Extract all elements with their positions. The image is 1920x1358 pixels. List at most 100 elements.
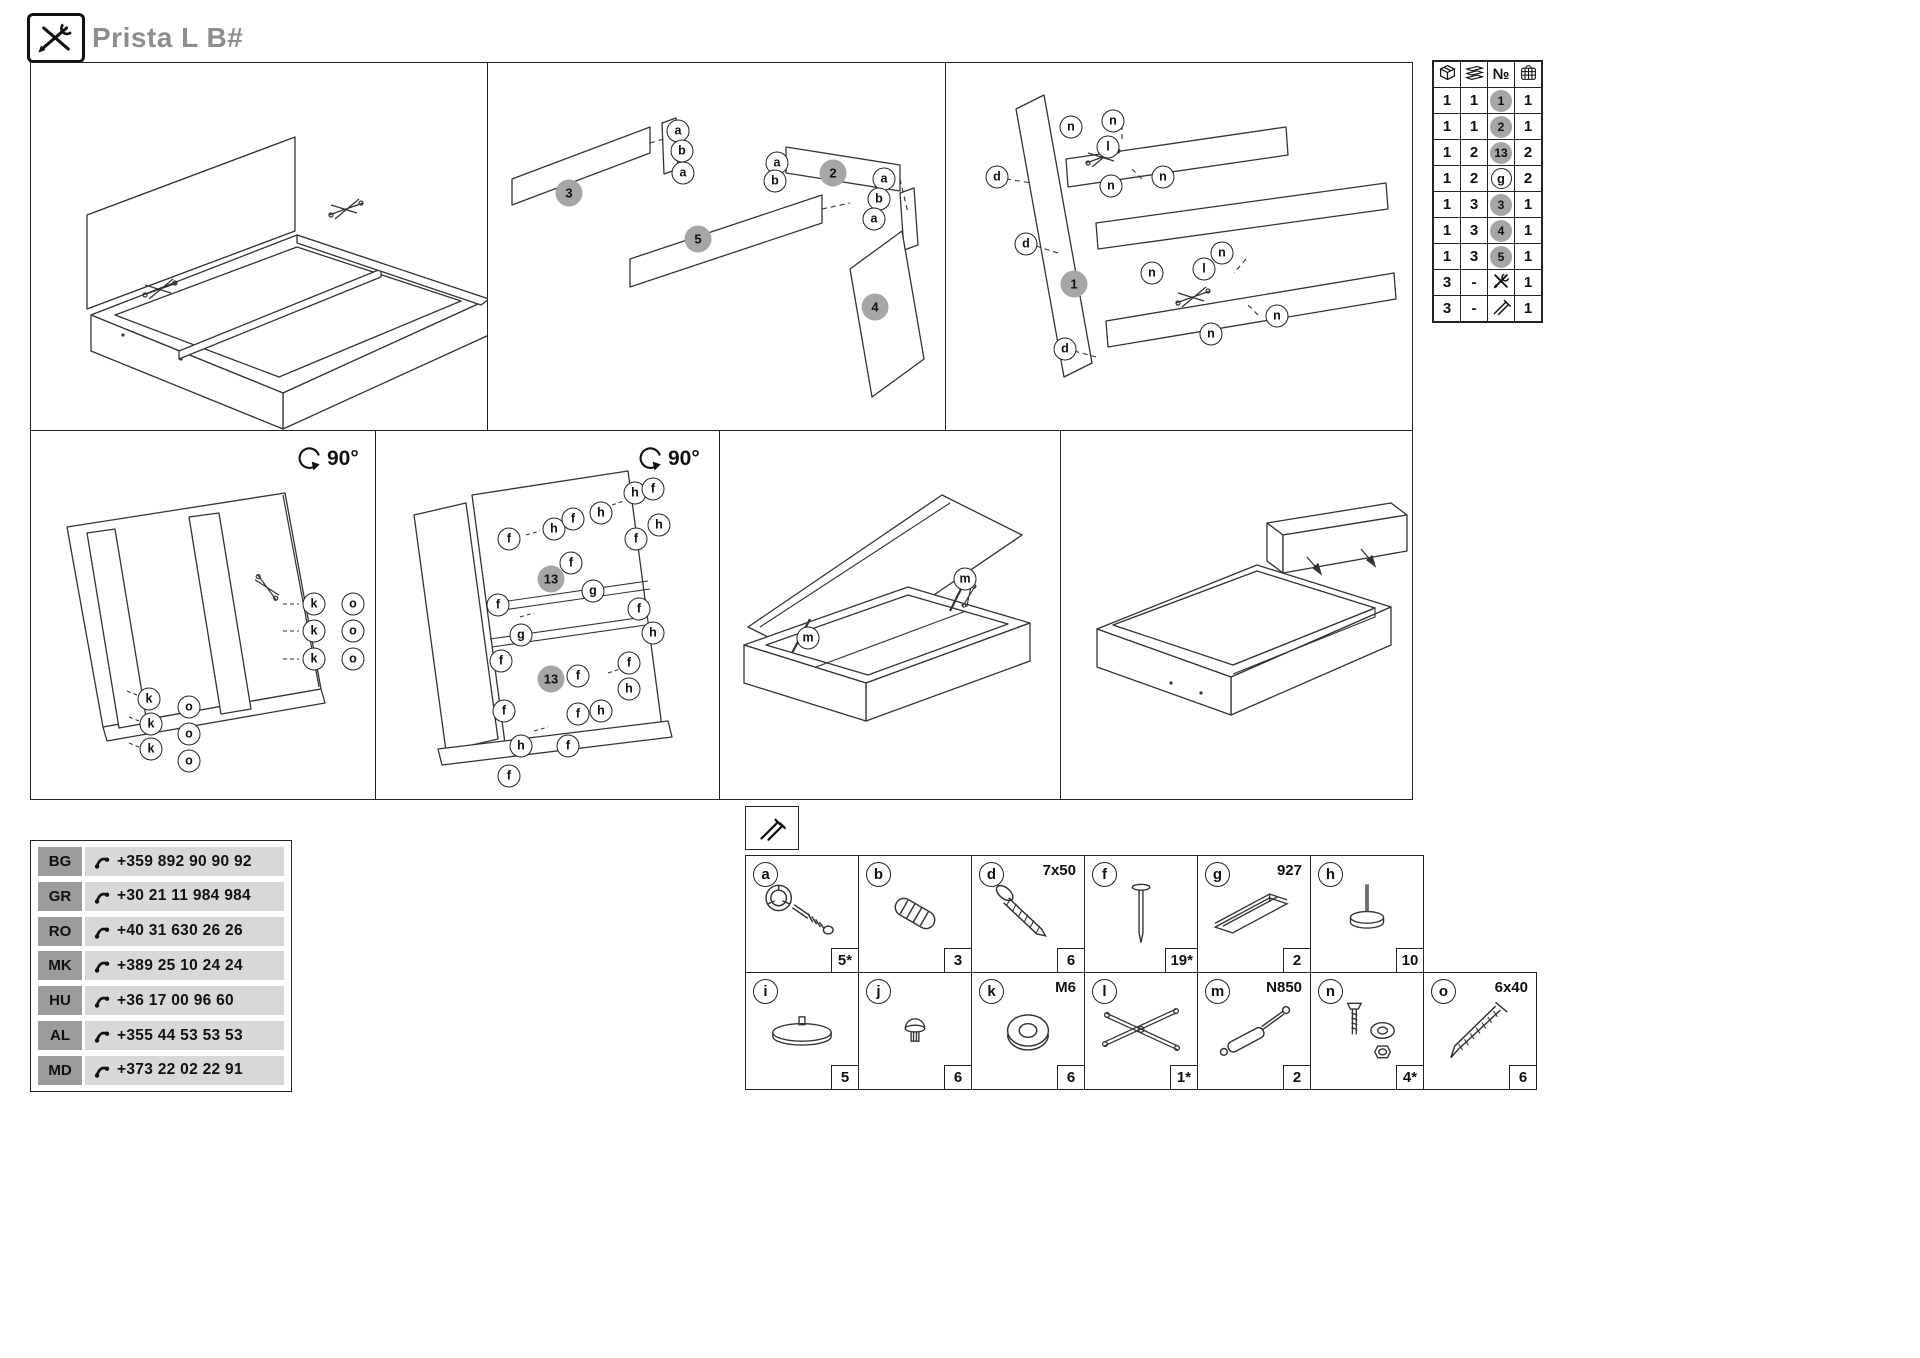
parts-count-cell: 1 — [1432, 139, 1461, 166]
phone-number: +373 22 02 22 91 — [117, 1061, 243, 1079]
hardware-letter-badge: h — [1318, 862, 1343, 887]
marker-h: h — [589, 501, 613, 525]
part-number-badge: 1 — [1490, 89, 1512, 112]
marker-n: n — [1140, 261, 1164, 285]
marker-1: 1 — [1060, 270, 1088, 298]
fittings-bag-icon — [1520, 65, 1536, 80]
marker-3: 3 — [555, 179, 583, 207]
marker-f: f — [559, 551, 583, 575]
dowel-icon — [870, 879, 960, 954]
hardware-letter-badge: k — [979, 979, 1004, 1004]
marker-h: h — [641, 621, 665, 645]
phone-number: +40 31 630 26 26 — [117, 922, 243, 940]
cam-lock-icon — [757, 879, 847, 954]
open-lid-diagram — [743, 494, 1031, 722]
marker-g: g — [509, 623, 533, 647]
country-code: GR — [38, 881, 82, 911]
marker-k: k — [302, 619, 326, 643]
marker-k: k — [302, 647, 326, 671]
nails-icon — [760, 818, 786, 841]
marker-a: a — [671, 161, 695, 185]
marker-a: a — [862, 207, 886, 231]
phone-icon — [85, 992, 117, 1009]
marker-13: 13 — [537, 665, 565, 693]
hardware-letter-badge: b — [866, 862, 891, 887]
hardware-letter-badge: d — [979, 862, 1004, 887]
hardware-letter-badge: f — [1092, 862, 1117, 887]
nail-icon — [1096, 879, 1186, 954]
frame-upright-diagram — [66, 492, 326, 748]
page-title: Prista L B# — [92, 22, 244, 53]
marker-5: 5 — [684, 225, 712, 253]
step-panel-1 — [30, 62, 489, 431]
hardware-letter-badge: m — [1205, 979, 1230, 1004]
parts-count-cell: 1 — [1432, 191, 1461, 218]
marker-n: n — [1265, 304, 1289, 328]
profile-icon — [1209, 879, 1299, 954]
phone-icon — [94, 961, 109, 974]
hardware-letter-badge: o — [1431, 979, 1456, 1004]
parts-count-cell: 1 — [1432, 87, 1461, 114]
phone-number: +36 17 00 96 60 — [117, 991, 234, 1009]
phone-bar: +389 25 10 24 24 — [85, 951, 284, 981]
part-number-badge: 4 — [1490, 219, 1512, 242]
marker-f: f — [627, 597, 651, 621]
parts-qty-cell: 2 — [1514, 139, 1543, 166]
parts-qty-cell: 1 — [1514, 191, 1543, 218]
part-number-badge: 3 — [1490, 193, 1512, 216]
rotate-angle-label: 90° — [327, 447, 359, 470]
parts-part-cell: 4 — [1487, 217, 1515, 244]
side-boards-diagram — [511, 117, 925, 398]
phone-row: MK+389 25 10 24 24 — [38, 951, 284, 981]
part-number-header-label: № — [1492, 66, 1510, 83]
marker-f: f — [489, 649, 513, 673]
phone-icon — [94, 892, 109, 904]
marker-k: k — [139, 712, 163, 736]
marker-o: o — [341, 647, 365, 671]
marker-o: o — [177, 722, 201, 746]
hardware-part-label: 927 — [1276, 862, 1302, 879]
phone-row: MD+373 22 02 22 91 — [38, 1055, 284, 1085]
parts-qty-cell: 1 — [1514, 295, 1543, 323]
phone-bar: +40 31 630 26 26 — [85, 916, 284, 946]
marker-f: f — [561, 507, 585, 531]
parts-qty-cell: 1 — [1514, 87, 1543, 114]
hardware-part-label: 7x50 — [1042, 862, 1076, 879]
parts-qty-cell: 1 — [1514, 217, 1543, 244]
parts-count-cell: 1 — [1432, 165, 1461, 192]
phone-number: +355 44 53 53 53 — [117, 1026, 243, 1044]
marker-h: h — [623, 481, 647, 505]
parts-count-cell: 1 — [1460, 113, 1488, 140]
marker-f: f — [566, 702, 590, 726]
marker-g: g — [581, 579, 605, 603]
hardware-part-label: M6 — [1055, 979, 1076, 996]
marker-h: h — [647, 513, 671, 537]
screw-icon — [983, 879, 1073, 954]
marker-d: d — [985, 165, 1009, 189]
parts-count-cell: 2 — [1460, 139, 1488, 166]
phone-icon — [85, 923, 117, 940]
marker-h: h — [617, 677, 641, 701]
parts-qty-cell: 1 — [1514, 113, 1543, 140]
marker-f: f — [617, 651, 641, 675]
glide-nail-icon — [1322, 879, 1412, 954]
part-number-badge: 2 — [1490, 115, 1512, 138]
parts-table-row: 3-1 — [1432, 295, 1543, 323]
marker-l: l — [1192, 257, 1216, 281]
hardware-qty: 2 — [1283, 948, 1311, 973]
country-code: BG — [38, 847, 82, 876]
marker-f: f — [486, 593, 510, 617]
